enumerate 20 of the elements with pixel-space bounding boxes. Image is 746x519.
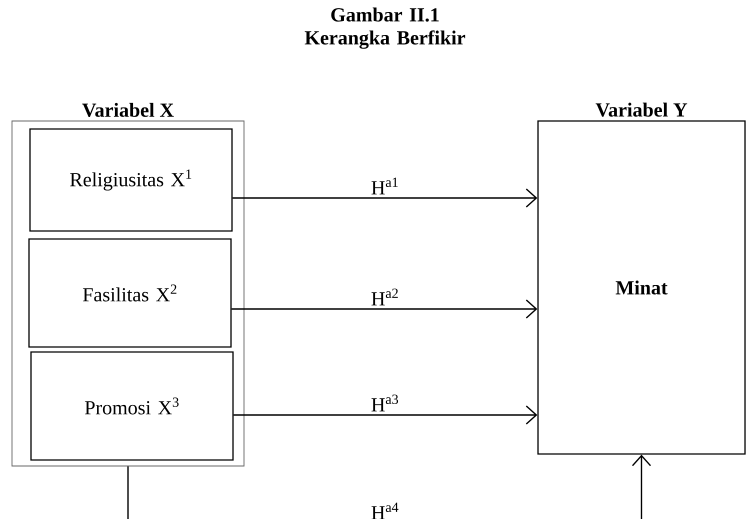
variable-box <box>12 120 244 466</box>
variable-box <box>537 120 746 455</box>
variable-box <box>28 238 232 348</box>
group-heading: Variabel X <box>82 102 174 117</box>
variable-label: Minat <box>616 280 668 295</box>
arrow <box>127 454 652 519</box>
edge-label: H$^{a4}$ <box>372 502 398 519</box>
group-heading: Variabel Y <box>596 102 688 117</box>
variable-label: Promosi X$^{3}$ <box>84 398 179 414</box>
variable-box <box>29 128 233 232</box>
arrow <box>234 405 538 425</box>
arrow <box>232 188 538 208</box>
variable-label: Fasilitas X$^{2}$ <box>82 284 176 302</box>
figure-title: Gambar II.1 Kerangka Berfikir <box>304 8 466 49</box>
variable-label: Religiusitas X$^{1}$ <box>70 169 192 191</box>
arrow <box>232 299 538 319</box>
variable-box <box>30 351 234 461</box>
edge-label: H$^{a2}$ <box>372 288 398 306</box>
edge-label: H$^{a3}$ <box>372 394 398 412</box>
edge-label: H$^{a1}$ <box>372 178 398 194</box>
